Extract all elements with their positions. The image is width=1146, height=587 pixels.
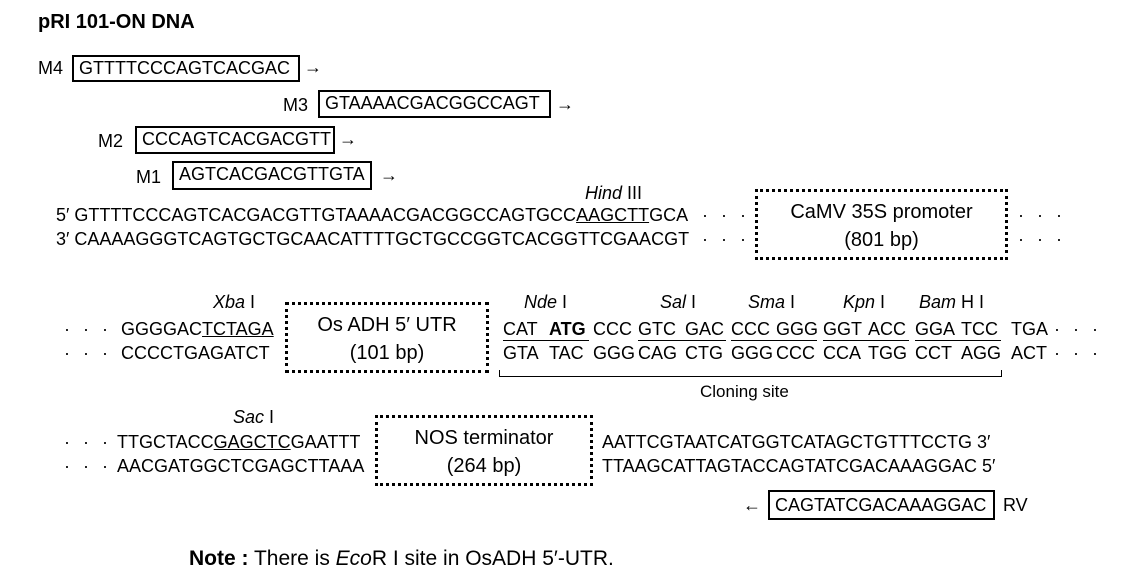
codon-bottom: CCT [915, 343, 952, 363]
codon-bottom: TAC [549, 343, 584, 363]
promoter-size: (801 bp) [844, 229, 919, 251]
ellipsis: · · · [1054, 343, 1102, 363]
codon-bottom: CCC [776, 343, 815, 363]
site-label-xbai: Xba I [213, 292, 256, 312]
arrow-right-icon: → [556, 94, 574, 114]
terminator-size: (264 bp) [446, 455, 522, 477]
utr-size: (101 bp) [349, 342, 425, 364]
ellipsis: · · · [1054, 319, 1102, 339]
site-label-hindiii: Hind III [585, 183, 643, 203]
primer-rv-seq: CAGTATCGACAAAGGAC [768, 490, 995, 520]
codon-top: TGA [1011, 319, 1049, 339]
os-adh-5utr-box: Os ADH 5′ UTR (101 bp) [285, 302, 489, 373]
utr-name: Os ADH 5′ UTR [317, 314, 457, 336]
sequence-top-strand-2a: GGGGACTCTAGA [121, 319, 274, 339]
codon-top: GTC [638, 319, 676, 339]
sequence-bottom-strand-3b: TTAAGCATTAGTACCAGTATCGACAAAGGAC 5′ [602, 456, 996, 476]
arrow-left-icon: ← [743, 495, 761, 515]
cloning-site-bracket [499, 370, 1002, 377]
ellipsis: · · · [1018, 205, 1066, 225]
primer-m1-seq: AGTCACGACGTTGTA [172, 161, 372, 190]
codon-bottom: GTA [503, 343, 539, 363]
site-mark-smai [731, 340, 817, 341]
codon-bottom: TGG [868, 343, 907, 363]
codon-bottom: CAG [638, 343, 678, 363]
sequence-top-strand-3a: TTGCTACCGAGCTCGAATTT [117, 432, 361, 452]
site-label-kpni: Kpn I [843, 292, 886, 312]
codon-bottom: CCA [823, 343, 862, 363]
codon-bottom: CTG [685, 343, 723, 363]
note: Note : There is EcoR I site in OsADH 5′-… [189, 547, 614, 570]
primer-rv-label: RV [1003, 495, 1028, 515]
sequence-top-strand-1: 5′ GTTTTCCCAGTCACGACGTTGTAAAACGACGGCCAGT… [56, 205, 689, 225]
codon-top: GAC [685, 319, 725, 339]
primer-m1-label: M1 [136, 167, 162, 187]
codon-bottom: AGG [961, 343, 1002, 363]
cloning-site-label: Cloning site [700, 382, 789, 401]
ellipsis: · · · [1018, 229, 1066, 249]
arrow-right-icon: → [339, 129, 357, 149]
codon-top: GGT [823, 319, 862, 339]
codon-bottom: GGG [593, 343, 636, 363]
codon-bottom: GGG [731, 343, 774, 363]
primer-m4-seq: GTTTTCCCAGTCACGAC [72, 55, 300, 82]
ellipsis: · · · [64, 319, 112, 339]
site-label-saci: Sac I [233, 407, 275, 427]
page-title: pRI 101-ON DNA [38, 11, 195, 33]
codon-top: CCC [731, 319, 770, 339]
ellipsis: · · · [64, 343, 112, 363]
ellipsis: · · · [702, 205, 750, 225]
site-label-bamhi: Bam H I [919, 292, 985, 312]
site-label-sali: Sal I [660, 292, 697, 312]
site-mark-ndei [503, 340, 589, 341]
site-label-ndei: Nde I [524, 292, 568, 312]
codon-top: GGA [915, 319, 956, 339]
sequence-top-strand-3b: AATTCGTAATCATGGTCATAGCTGTTTCCTG 3′ [602, 432, 991, 452]
ellipsis: · · · [64, 456, 112, 476]
codon-bottom: ACT [1011, 343, 1047, 363]
sequence-bottom-strand-2a: CCCCTGAGATCT [121, 343, 270, 363]
site-mark-sali [638, 340, 726, 341]
primer-m3-seq: GTAAAACGACGGCCAGT [318, 90, 551, 118]
site-mark-kpni [823, 340, 909, 341]
arrow-right-icon: → [304, 57, 322, 77]
ellipsis: · · · [702, 229, 750, 249]
codon-top: CCC [593, 319, 632, 339]
nos-terminator-box: NOS terminator (264 bp) [375, 415, 593, 486]
codon-top: ACC [868, 319, 907, 339]
primer-m2-label: M2 [98, 131, 124, 151]
camv-35s-promoter-box: CaMV 35S promoter (801 bp) [755, 189, 1008, 260]
terminator-name: NOS terminator [414, 427, 554, 449]
codon-top-start: ATG [549, 319, 586, 339]
site-label-smai: Sma I [748, 292, 796, 312]
primer-m4-label: M4 [38, 58, 64, 78]
primer-m2-seq: CCCAGTCACGACGTT [135, 126, 335, 154]
site-mark-bamhi [915, 340, 1001, 341]
sequence-bottom-strand-1: 3′ CAAAAGGGTCAGTGCTGCAACATTTTGCTGCCGGTCA… [56, 229, 690, 249]
codon-top: GGG [776, 319, 819, 339]
primer-m3-label: M3 [283, 95, 309, 115]
arrow-right-icon: → [380, 165, 398, 185]
sequence-bottom-strand-3a: AACGATGGCTCGAGCTTAAA [117, 456, 365, 476]
promoter-name: CaMV 35S promoter [790, 201, 973, 223]
ellipsis: · · · [64, 432, 112, 452]
codon-top: TCC [961, 319, 998, 339]
codon-top: CAT [503, 319, 538, 339]
